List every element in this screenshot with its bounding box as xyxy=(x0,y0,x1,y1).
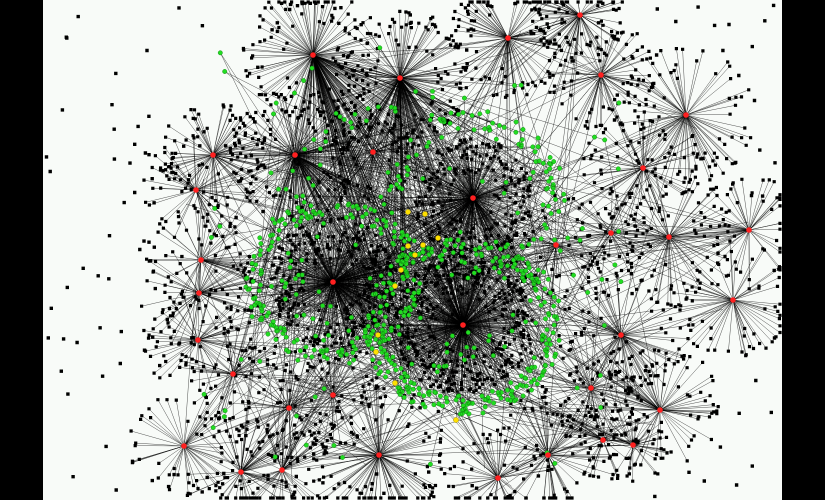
hub-node xyxy=(666,234,672,240)
hub-node xyxy=(460,322,466,328)
hub-node xyxy=(193,187,199,193)
edge-layer xyxy=(131,1,781,499)
hub-node xyxy=(230,371,236,377)
hub-node xyxy=(198,257,204,263)
hub-node xyxy=(683,112,689,118)
hub-node xyxy=(292,152,298,158)
hub-node xyxy=(397,75,403,81)
core-nodes xyxy=(373,209,459,423)
hub-node xyxy=(505,35,511,41)
hub-node xyxy=(553,242,559,248)
hub-node xyxy=(330,392,336,398)
edges xyxy=(131,1,781,499)
hub-node xyxy=(279,467,285,473)
hub-node xyxy=(310,52,316,58)
leaf-nodes xyxy=(44,0,782,500)
hub-node xyxy=(181,443,187,449)
hub-node xyxy=(577,12,583,18)
hub-node xyxy=(195,337,201,343)
hub-node xyxy=(470,195,476,201)
graph-canvas xyxy=(43,0,782,500)
hub-node xyxy=(746,227,752,233)
core-node-layer xyxy=(373,209,459,423)
hub-node xyxy=(330,279,336,285)
hub-node-layer xyxy=(181,12,752,481)
hub-node xyxy=(588,385,594,391)
hub-node xyxy=(618,332,624,338)
leaf-node-layer xyxy=(44,0,782,500)
hub-node xyxy=(495,475,501,481)
hub-node xyxy=(370,149,376,155)
hub-node xyxy=(210,152,216,158)
hub-node xyxy=(630,442,636,448)
network-graph xyxy=(44,0,782,500)
hub-node xyxy=(598,72,604,78)
hub-node xyxy=(600,437,606,443)
hub-node xyxy=(640,165,646,171)
hub-node xyxy=(730,297,736,303)
hub-node xyxy=(196,290,202,296)
hub-node xyxy=(286,405,292,411)
hub-node xyxy=(545,452,551,458)
hub-node xyxy=(376,452,382,458)
hub-node xyxy=(657,407,663,413)
hub-node xyxy=(238,469,244,475)
hub-node xyxy=(608,230,614,236)
